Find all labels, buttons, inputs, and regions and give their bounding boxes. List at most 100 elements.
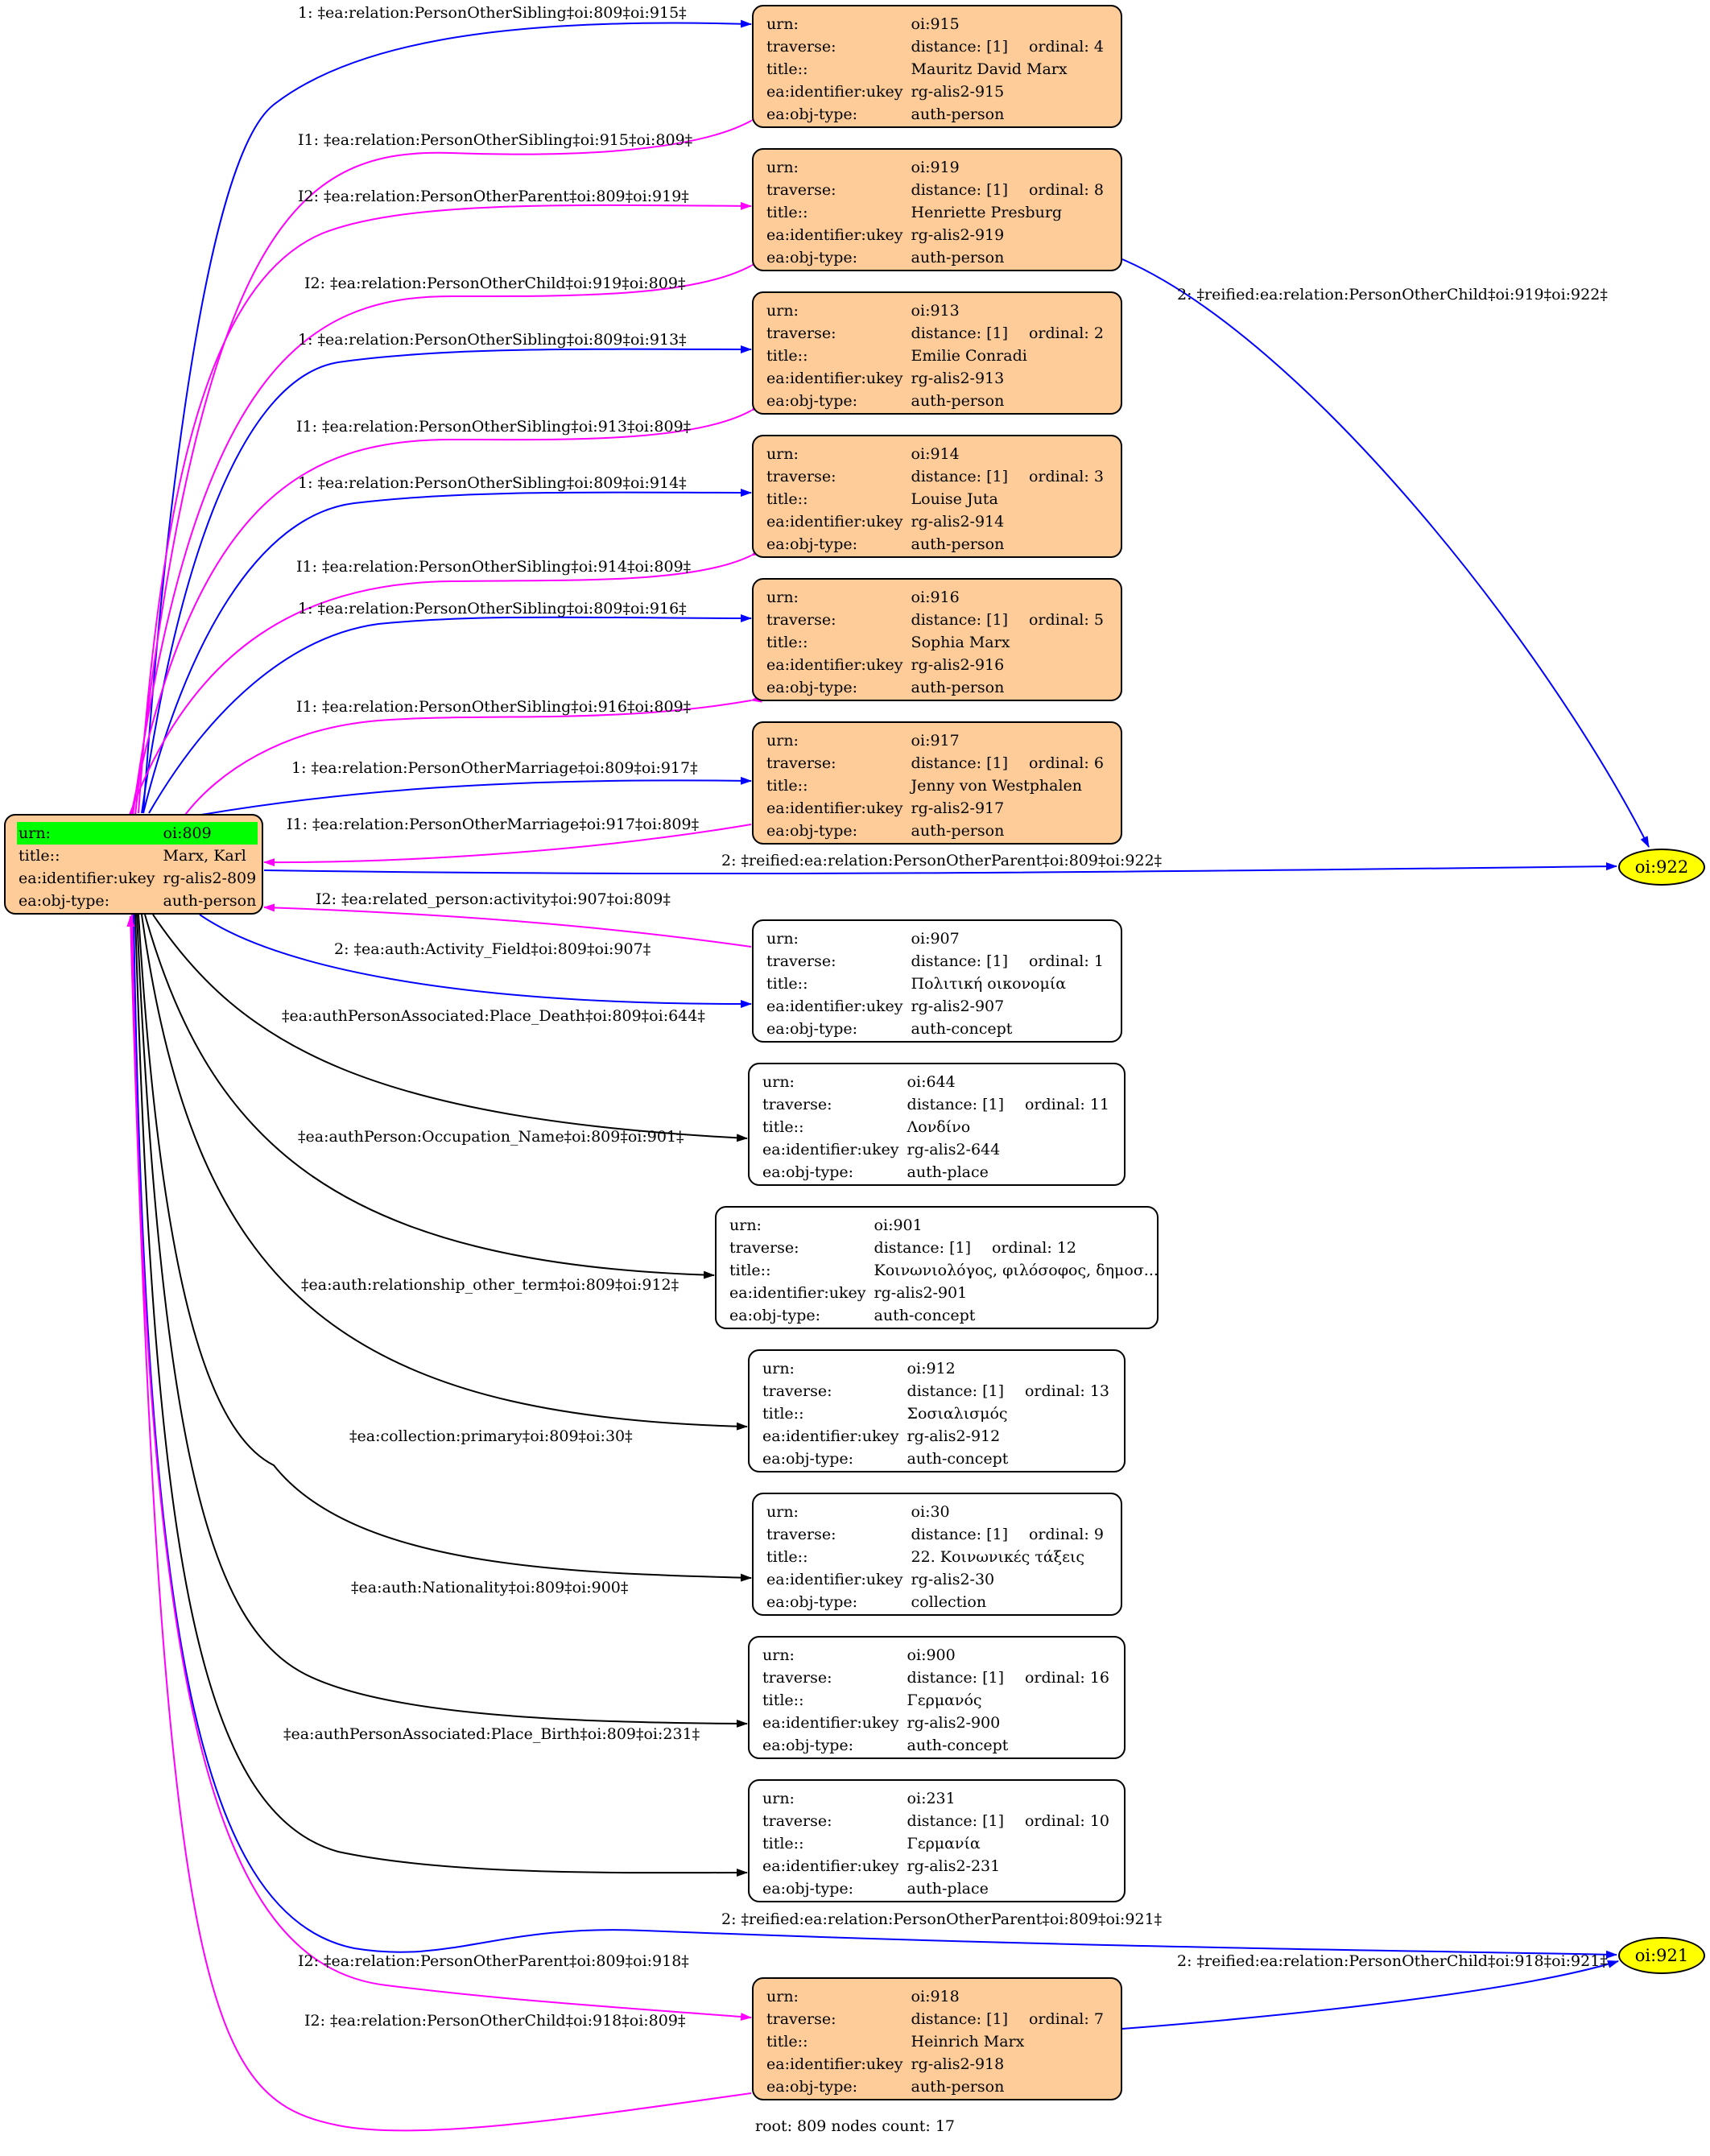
field-key-objtype: ea:obj-type: xyxy=(766,392,858,410)
field-value-ukey: rg-alis2-30 xyxy=(911,1571,995,1588)
traverse-distance: distance: [1] xyxy=(907,1096,1004,1113)
edge-label: ‡ea:auth:Nationality‡oi:809‡oi:900‡ xyxy=(351,1579,628,1596)
edge-label: ‡ea:authPersonAssociated:Place_Death‡oi:… xyxy=(282,1007,705,1025)
field-key-urn: urn: xyxy=(762,1646,795,1664)
field-key-traverse: traverse: xyxy=(762,1812,832,1830)
field-value-title: Κοινωνιολόγος, φιλόσοφος, δημοσ... xyxy=(874,1262,1159,1279)
field-key-ukey: ea:identifier:ukey xyxy=(762,1141,899,1159)
field-value-traverse: distance: [1]ordinal: 11 xyxy=(906,1093,1111,1116)
traverse-distance: distance: [1] xyxy=(911,324,1008,342)
root-field-value: auth-person xyxy=(163,892,257,910)
field-key-objtype: ea:obj-type: xyxy=(766,249,858,266)
field-value-title: 22. Κοινωνικές τάξεις xyxy=(911,1548,1085,1566)
field-value-ukey: rg-alis2-915 xyxy=(911,83,1005,101)
traverse-ordinal: ordinal: 7 xyxy=(1028,2010,1104,2028)
field-value-urn: oi:918 xyxy=(911,1988,960,2005)
field-value-traverse: distance: [1]ordinal: 9 xyxy=(910,1523,1105,1546)
field-key-traverse: traverse: xyxy=(762,1096,832,1113)
edge-label: ‡ea:collection:primary‡oi:809‡oi:30‡ xyxy=(349,1427,633,1445)
node-30[interactable]: urn: oi:30 traverse: distance: [1]ordinal: … xyxy=(752,1493,1122,1616)
field-key-urn: urn: xyxy=(762,1790,795,1807)
edge-blue xyxy=(1121,1960,1619,2030)
field-value-urn: oi:919 xyxy=(911,159,960,176)
field-value-urn: oi:912 xyxy=(907,1360,956,1377)
edge-magenta xyxy=(138,201,752,814)
field-key-objtype: ea:obj-type: xyxy=(766,1020,858,1038)
edge-label: ‡ea:authPerson:Occupation_Name‡oi:809‡oi… xyxy=(298,1128,684,1146)
field-value-objtype: collection xyxy=(911,1593,987,1611)
traverse-distance: distance: [1] xyxy=(911,38,1008,56)
field-key-title: title:: xyxy=(766,975,808,993)
field-key-urn: urn: xyxy=(729,1216,762,1234)
field-key-title: title:: xyxy=(766,347,808,365)
traverse-ordinal: ordinal: 16 xyxy=(1024,1669,1110,1687)
field-value-urn: oi:913 xyxy=(911,302,960,320)
field-value-objtype: auth-person xyxy=(911,822,1005,840)
edge-label: I1: ‡ea:relation:PersonOtherSibling‡oi:9… xyxy=(296,698,691,716)
field-key-traverse: traverse: xyxy=(762,1382,832,1400)
reified-node-922[interactable]: oi:922 xyxy=(1618,849,1705,886)
field-key-traverse: traverse: xyxy=(766,952,836,970)
field-value-ukey: rg-alis2-901 xyxy=(874,1284,968,1302)
field-value-title: Sophia Marx xyxy=(911,634,1010,651)
edge-black xyxy=(136,914,748,1728)
field-value-traverse: distance: [1]ordinal: 13 xyxy=(906,1380,1111,1402)
field-value-objtype: auth-concept xyxy=(874,1307,976,1324)
field-key-title: title:: xyxy=(762,1118,804,1136)
field-value-traverse: distance: [1]ordinal: 5 xyxy=(910,609,1105,631)
field-key-traverse: traverse: xyxy=(766,611,836,629)
edge-label: 2: ‡ea:auth:Activity_Field‡oi:809‡oi:907… xyxy=(334,940,651,958)
field-key-objtype: ea:obj-type: xyxy=(766,535,858,553)
field-value-ukey: rg-alis2-644 xyxy=(907,1141,1001,1159)
node-912[interactable]: urn: oi:912 traverse: distance: [1]ordinal:… xyxy=(748,1349,1126,1472)
field-key-ukey: ea:identifier:ukey xyxy=(766,997,903,1015)
edge-black xyxy=(144,914,715,1279)
traverse-ordinal: ordinal: 12 xyxy=(991,1239,1077,1257)
field-value-urn: oi:907 xyxy=(911,930,960,948)
edge-label: ‡ea:authPersonAssociated:Place_Birth‡oi:… xyxy=(283,1725,700,1743)
field-value-title: Γερμανία xyxy=(907,1835,981,1852)
field-key-ukey: ea:identifier:ukey xyxy=(729,1284,866,1302)
field-key-ukey: ea:identifier:ukey xyxy=(762,1714,899,1732)
field-value-urn: oi:30 xyxy=(911,1503,950,1521)
field-value-objtype: auth-place xyxy=(907,1163,989,1181)
traverse-ordinal: ordinal: 9 xyxy=(1028,1526,1104,1543)
field-key-urn: urn: xyxy=(766,445,799,463)
traverse-distance: distance: [1] xyxy=(911,181,1008,199)
edge-label: I1: ‡ea:relation:PersonOtherMarriage‡oi:… xyxy=(287,816,699,833)
edge-label: I1: ‡ea:relation:PersonOtherSibling‡oi:9… xyxy=(296,418,691,436)
field-key-traverse: traverse: xyxy=(766,1526,836,1543)
root-field-value: oi:809 xyxy=(161,822,258,845)
field-key-urn: urn: xyxy=(766,1503,799,1521)
field-key-traverse: traverse: xyxy=(762,1669,832,1687)
edge-black xyxy=(152,914,748,1142)
field-value-objtype: auth-concept xyxy=(907,1450,1009,1468)
traverse-distance: distance: [1] xyxy=(874,1239,971,1257)
field-value-objtype: auth-person xyxy=(911,105,1005,123)
edge-label: I2: ‡ea:relation:PersonOtherParent‡oi:80… xyxy=(298,1952,689,1970)
root-field-key: ea:obj-type: xyxy=(19,892,110,910)
field-value-title: Γερμανός xyxy=(907,1691,982,1709)
traverse-ordinal: ordinal: 10 xyxy=(1024,1812,1110,1830)
field-key-title: title:: xyxy=(762,1691,804,1709)
field-value-traverse: distance: [1]ordinal: 4 xyxy=(910,35,1105,58)
field-key-urn: urn: xyxy=(762,1360,795,1377)
field-value-traverse: distance: [1]ordinal: 7 xyxy=(910,2008,1105,2030)
field-key-traverse: traverse: xyxy=(766,324,836,342)
field-key-urn: urn: xyxy=(766,930,799,948)
reified-node-921[interactable]: oi:921 xyxy=(1618,1937,1705,1974)
